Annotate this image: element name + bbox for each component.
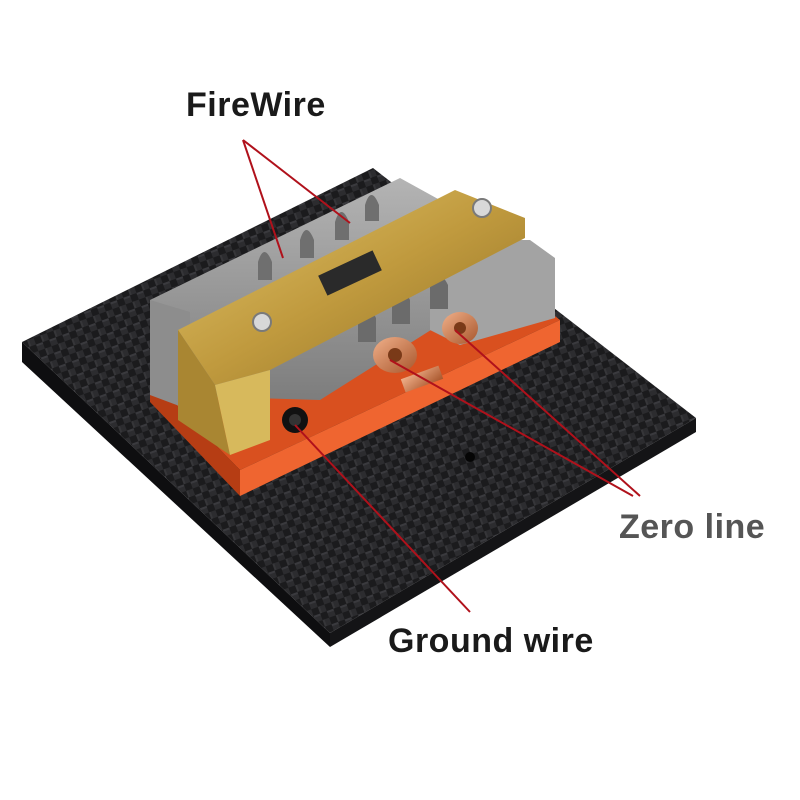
- zero-line-pointer-line-2: [454, 329, 641, 497]
- zero-line-pointer-line-1: [389, 359, 634, 497]
- callout-lines: [242, 139, 641, 613]
- ground-wire-label: Ground wire: [388, 622, 594, 660]
- firewire-pointer-line-2: [242, 139, 351, 224]
- zero-line-label: Zero line: [619, 508, 766, 546]
- firewire-label: FireWire: [186, 86, 326, 124]
- firewire-pointer-line-1: [242, 139, 284, 259]
- brass-clamp: [178, 190, 525, 455]
- ground-wire-pointer-line: [294, 424, 471, 613]
- ground-screw: [282, 407, 308, 433]
